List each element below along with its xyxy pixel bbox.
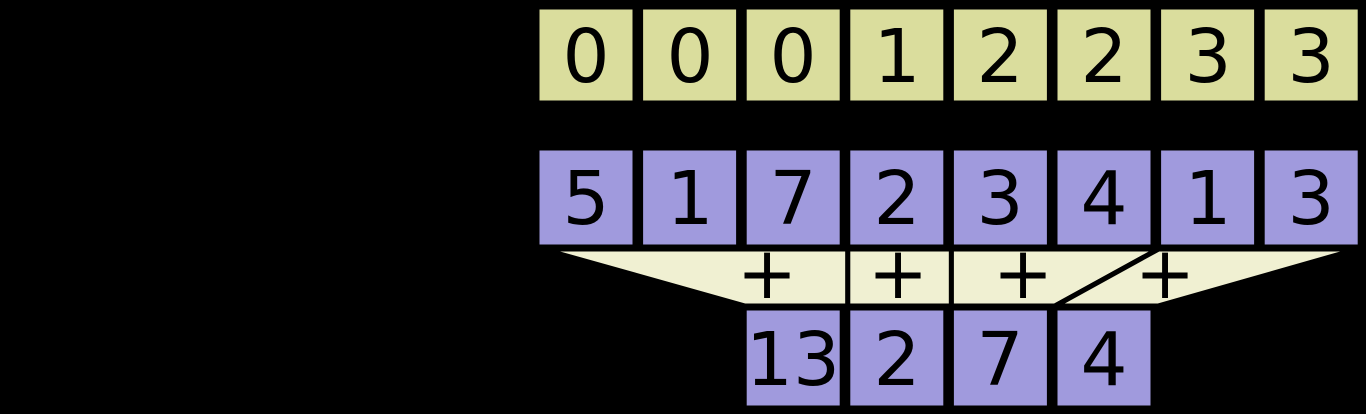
sum-cell-value: 7: [976, 317, 1023, 403]
key-cell: [1156, 4, 1260, 106]
key-cell-value: 2: [976, 14, 1023, 100]
plus-operator: +: [1135, 231, 1195, 315]
plus-operator: +: [993, 231, 1053, 315]
key-cell-value: 0: [562, 14, 609, 100]
key-cell-value: 3: [1184, 14, 1231, 100]
value-cell-value: 3: [976, 156, 1023, 242]
key-cell-value: 0: [666, 14, 713, 100]
value-cell-value: 3: [1287, 156, 1334, 242]
sum-cell: [741, 305, 845, 411]
key-cell-value: 0: [769, 14, 816, 100]
key-cell: [741, 4, 845, 106]
key-cell: [948, 4, 1052, 106]
key-cell-value: 3: [1287, 14, 1334, 100]
funnel-region: [1053, 246, 1359, 309]
value-cell-value: 1: [1184, 156, 1231, 242]
key-cell: [1259, 4, 1363, 106]
sum-cell: [845, 305, 949, 411]
keys-row: 0 0 0 1 2 2 3 3: [534, 4, 1363, 106]
key-cell-value: 1: [873, 14, 920, 100]
value-cell-value: 5: [562, 156, 609, 242]
sum-cell-value: 13: [746, 317, 840, 403]
value-cell-value: 2: [873, 156, 920, 242]
key-cell: [1052, 4, 1156, 106]
value-cell: [845, 145, 949, 250]
key-cell: [845, 4, 949, 106]
plus-operator: +: [868, 231, 928, 315]
sums-row: 13 2 7 4: [741, 305, 1156, 411]
sum-cell-value: 4: [1080, 317, 1127, 403]
key-cell: [638, 4, 742, 106]
key-cell: [534, 4, 638, 106]
value-cell-value: 4: [1080, 156, 1127, 242]
plus-operator: +: [737, 231, 797, 315]
sum-cell-value: 2: [873, 317, 920, 403]
value-cell: [534, 145, 638, 250]
sum-funnel: + + + +: [541, 231, 1359, 315]
sum-cell: [948, 305, 1052, 411]
value-cell-value: 7: [769, 156, 816, 242]
value-cell-value: 1: [666, 156, 713, 242]
key-cell-value: 2: [1080, 14, 1127, 100]
sum-cell: [1052, 305, 1156, 411]
